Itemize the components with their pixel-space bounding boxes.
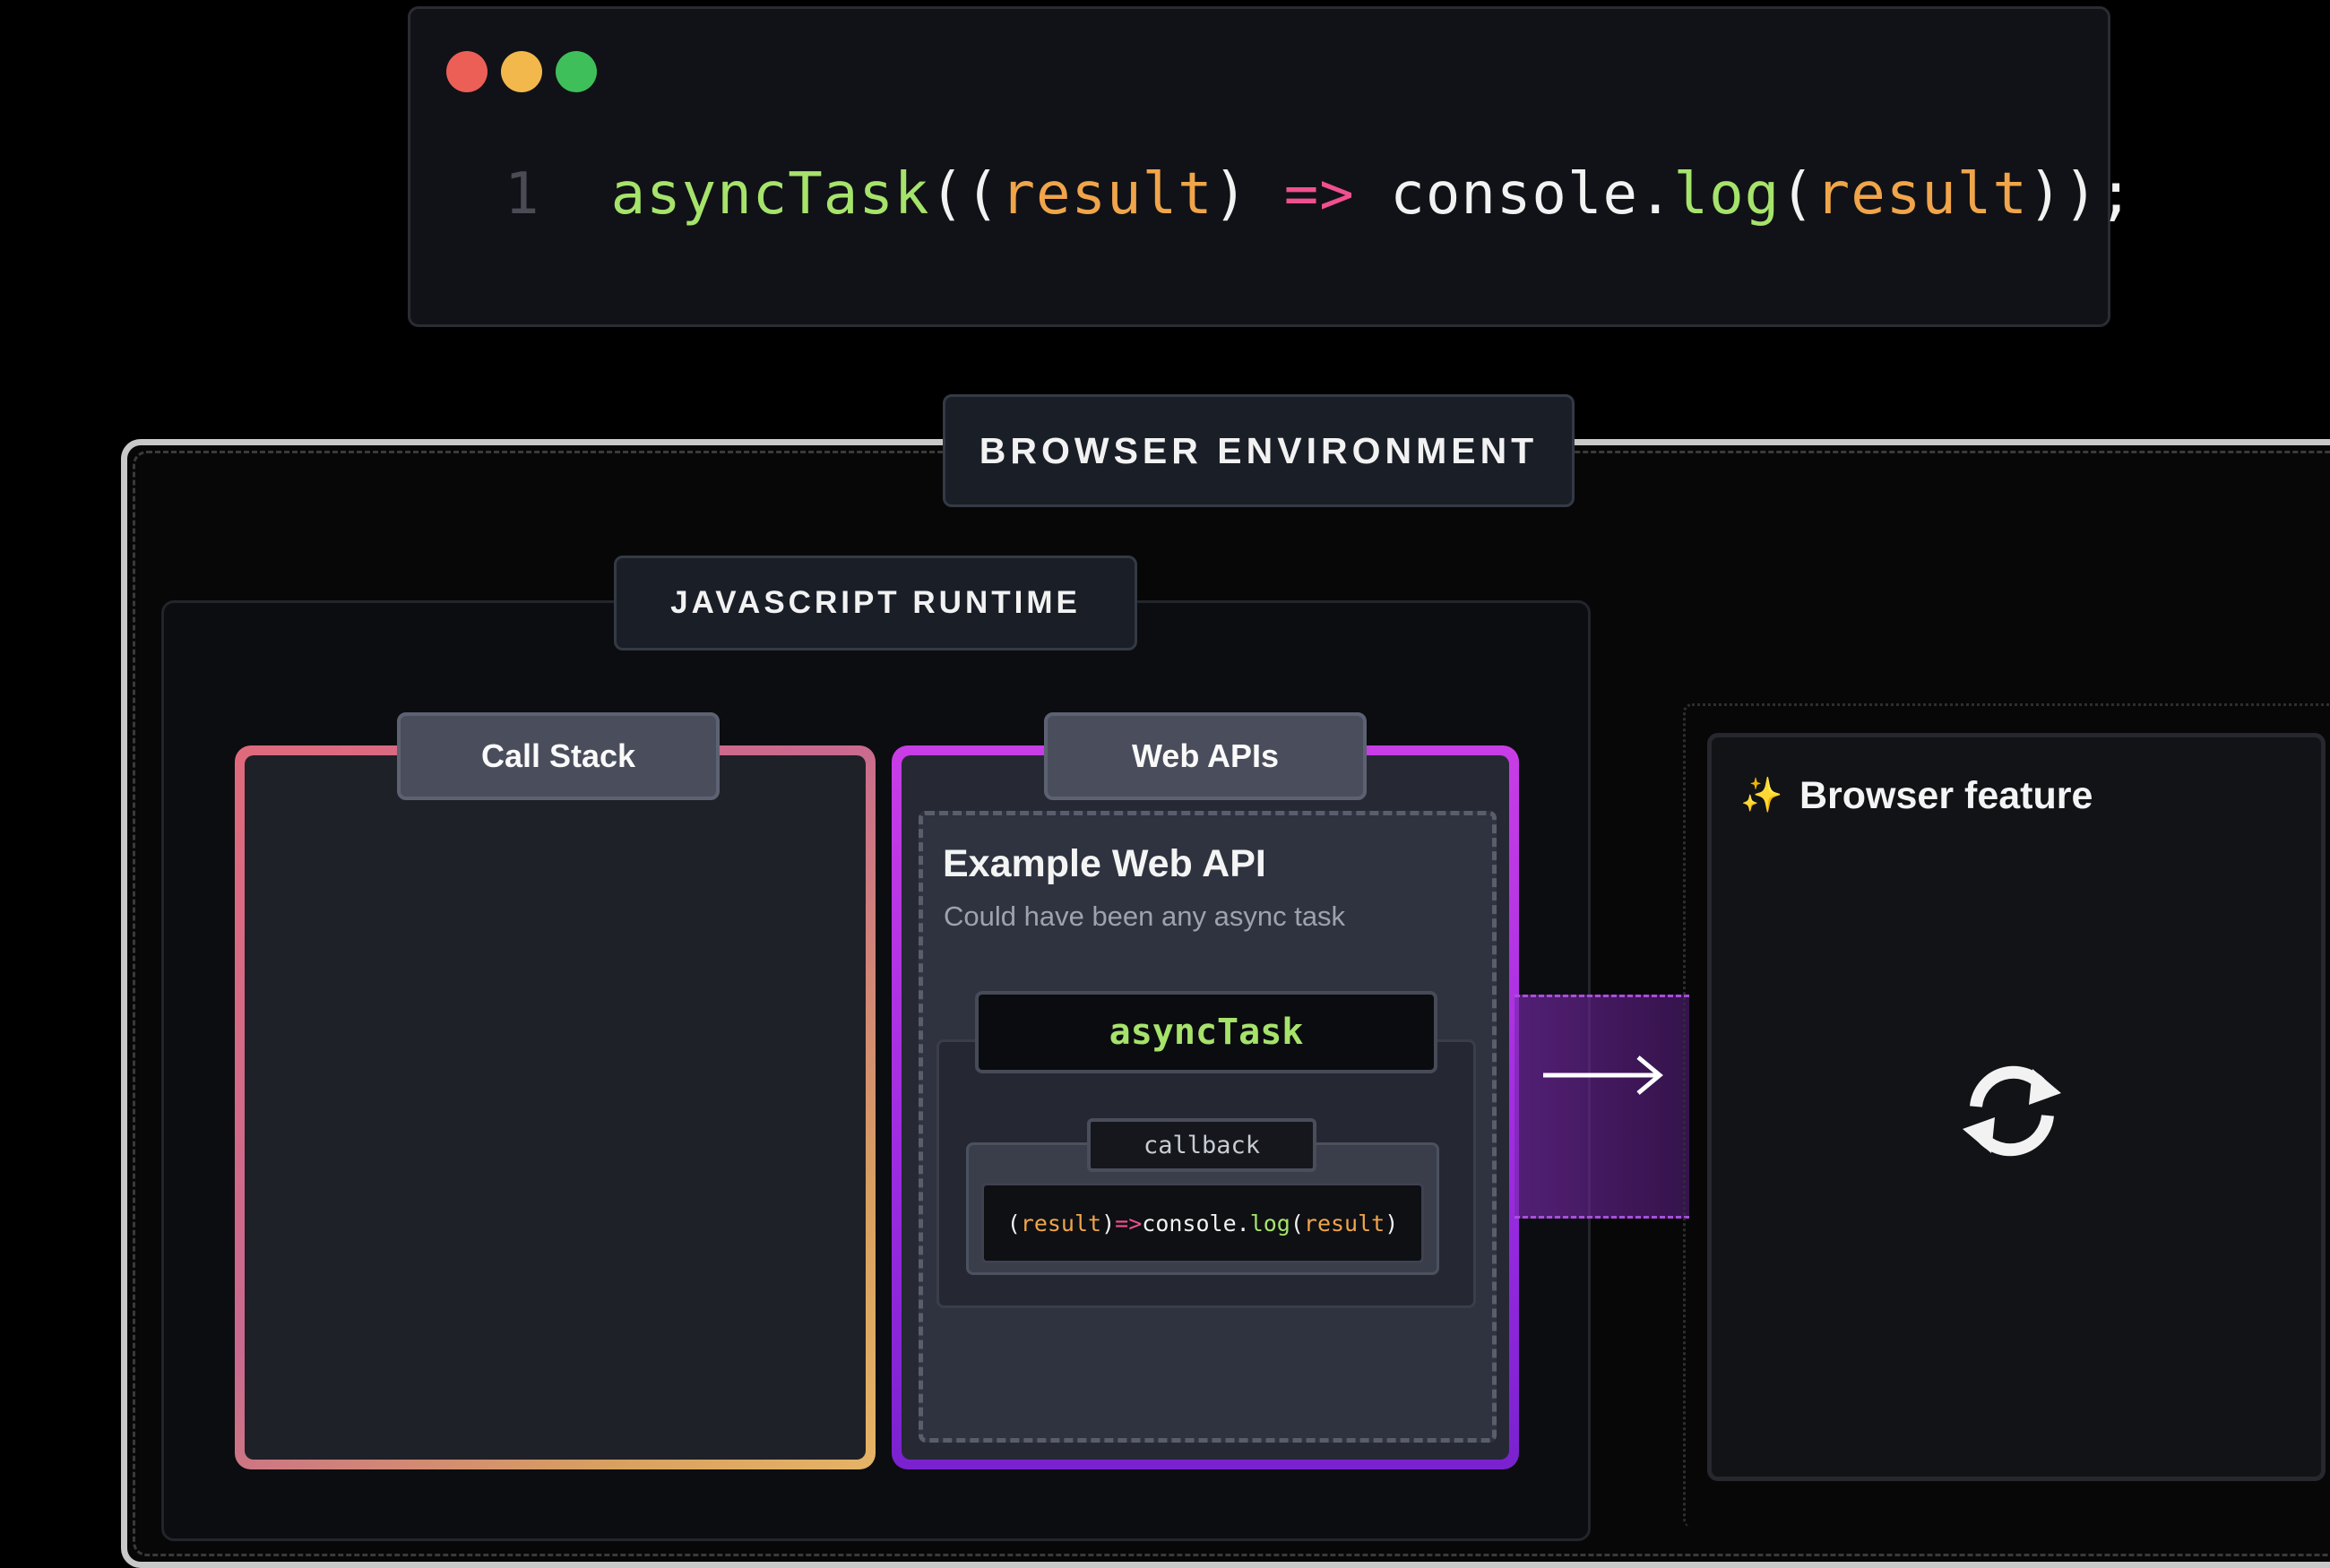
- code-console: console.: [1390, 161, 1674, 228]
- code-console: console.: [1142, 1210, 1250, 1236]
- code-line: 1 asyncTask((result) => console.log(resu…: [505, 161, 2134, 228]
- close-dot-icon: [446, 51, 488, 92]
- call-stack-panel: [235, 745, 876, 1469]
- code-arrow: =>: [1115, 1210, 1143, 1236]
- async-task-box: asyncTask: [975, 991, 1437, 1073]
- javascript-runtime-label: JAVASCRIPT RUNTIME: [614, 556, 1137, 650]
- code-param: result: [1000, 161, 1213, 228]
- browser-feature-card: [1707, 733, 2326, 1481]
- code-param: result: [1815, 161, 2028, 228]
- code-log: log: [1249, 1210, 1290, 1236]
- connector-band: [1514, 995, 1689, 1219]
- code-paren: ): [1212, 161, 1249, 228]
- code-function: asyncTask: [610, 161, 930, 228]
- right-arrow-icon: [1543, 1055, 1663, 1095]
- code-param: result: [1020, 1210, 1102, 1236]
- refresh-icon: [1963, 1065, 2061, 1157]
- code-paren: ((: [929, 161, 1001, 228]
- call-stack-label: Call Stack: [397, 712, 720, 800]
- callback-label: callback: [1087, 1118, 1316, 1172]
- browser-environment-label: BROWSER ENVIRONMENT: [943, 394, 1575, 507]
- browser-feature-title: Browser feature: [1799, 774, 2093, 817]
- code-paren: ));: [2027, 161, 2135, 228]
- code-paren: (: [1780, 161, 1816, 228]
- code-param: result: [1303, 1210, 1385, 1236]
- maximize-dot-icon: [556, 51, 597, 92]
- code-paren: ): [1385, 1210, 1399, 1236]
- code-arrow: =>: [1283, 161, 1355, 228]
- line-number: 1: [505, 161, 540, 228]
- minimize-dot-icon: [501, 51, 542, 92]
- callback-code: (result) => console.log(result): [981, 1183, 1424, 1263]
- code-editor-window: 1 asyncTask((result) => console.log(resu…: [408, 6, 2133, 327]
- call-stack-body: [245, 755, 866, 1460]
- code-paren: ): [1101, 1210, 1116, 1236]
- sparkle-icon: ✨: [1740, 777, 1783, 814]
- code-log: log: [1673, 161, 1781, 228]
- code-paren: (: [1290, 1210, 1304, 1236]
- browser-feature-zone: [1683, 703, 2330, 1528]
- web-apis-label: Web APIs: [1044, 712, 1367, 800]
- code-paren: (: [1006, 1210, 1021, 1236]
- example-web-api-title: Example Web API: [943, 842, 1266, 885]
- example-web-api-subtitle: Could have been any async task: [944, 900, 1346, 932]
